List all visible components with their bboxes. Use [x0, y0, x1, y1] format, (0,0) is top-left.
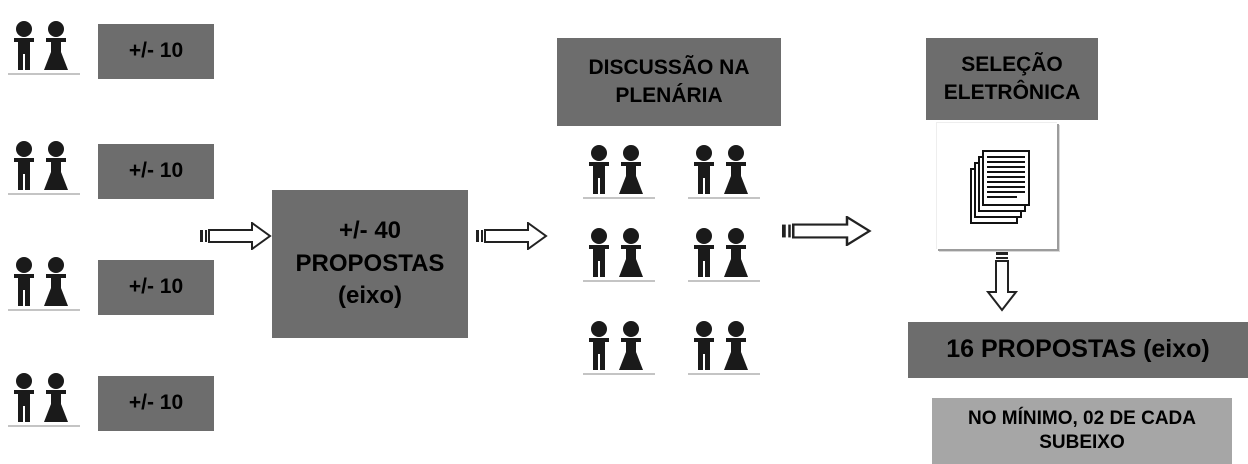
people-group-1-icon [8, 20, 80, 76]
group-3-count: +/- 10 [98, 260, 214, 315]
final-proposals-box: 16 PROPOSTAS (eixo) [908, 322, 1248, 378]
plenary-people-2-icon [688, 144, 760, 200]
group-1-count: +/- 10 [98, 24, 214, 79]
plenary-people-1-icon [583, 144, 655, 200]
block-arrow-icon [780, 215, 872, 251]
note-line-2: SUBEIXO [1039, 432, 1125, 453]
plenary-line-2: PLENÁRIA [615, 84, 723, 107]
people-group-4-icon [8, 372, 80, 428]
total-proposals-box: +/- 40 PROPOSTAS (eixo) [272, 190, 468, 338]
electronic-selection-box: SELEÇÃO ELETRÔNICA [926, 38, 1098, 120]
block-arrow-icon [199, 222, 272, 255]
group-2-count: +/- 10 [98, 144, 214, 199]
people-group-2-icon [8, 140, 80, 196]
plenary-discussion-box: DISCUSSÃO NA PLENÁRIA [557, 38, 781, 126]
note-line-1: NO MÍNIMO, 02 DE CADA [967, 408, 1197, 430]
plenary-line-1: DISCUSSÃO NA [588, 55, 750, 79]
plenary-people-5-icon [583, 320, 655, 376]
block-arrow-icon [475, 222, 548, 255]
people-group-3-icon [8, 256, 80, 312]
selection-line-1: SELEÇÃO [961, 52, 1063, 76]
plenary-people-4-icon [688, 227, 760, 283]
total-line-1: +/- 40 [338, 217, 402, 245]
minimum-note-box: NO MÍNIMO, 02 DE CADA SUBEIXO [932, 398, 1232, 464]
total-line-2: PROPOSTAS [295, 249, 445, 277]
plenary-people-6-icon [688, 320, 760, 376]
document-stack-icon [936, 122, 1057, 249]
selection-line-2: ELETRÔNICA [943, 81, 1081, 104]
down-arrow-icon [984, 252, 1020, 317]
group-4-count: +/- 10 [98, 376, 214, 431]
plenary-people-3-icon [583, 227, 655, 283]
final-proposals-label: 16 PROPOSTAS (eixo) [946, 335, 1210, 364]
total-line-3: (eixo) [337, 282, 402, 310]
